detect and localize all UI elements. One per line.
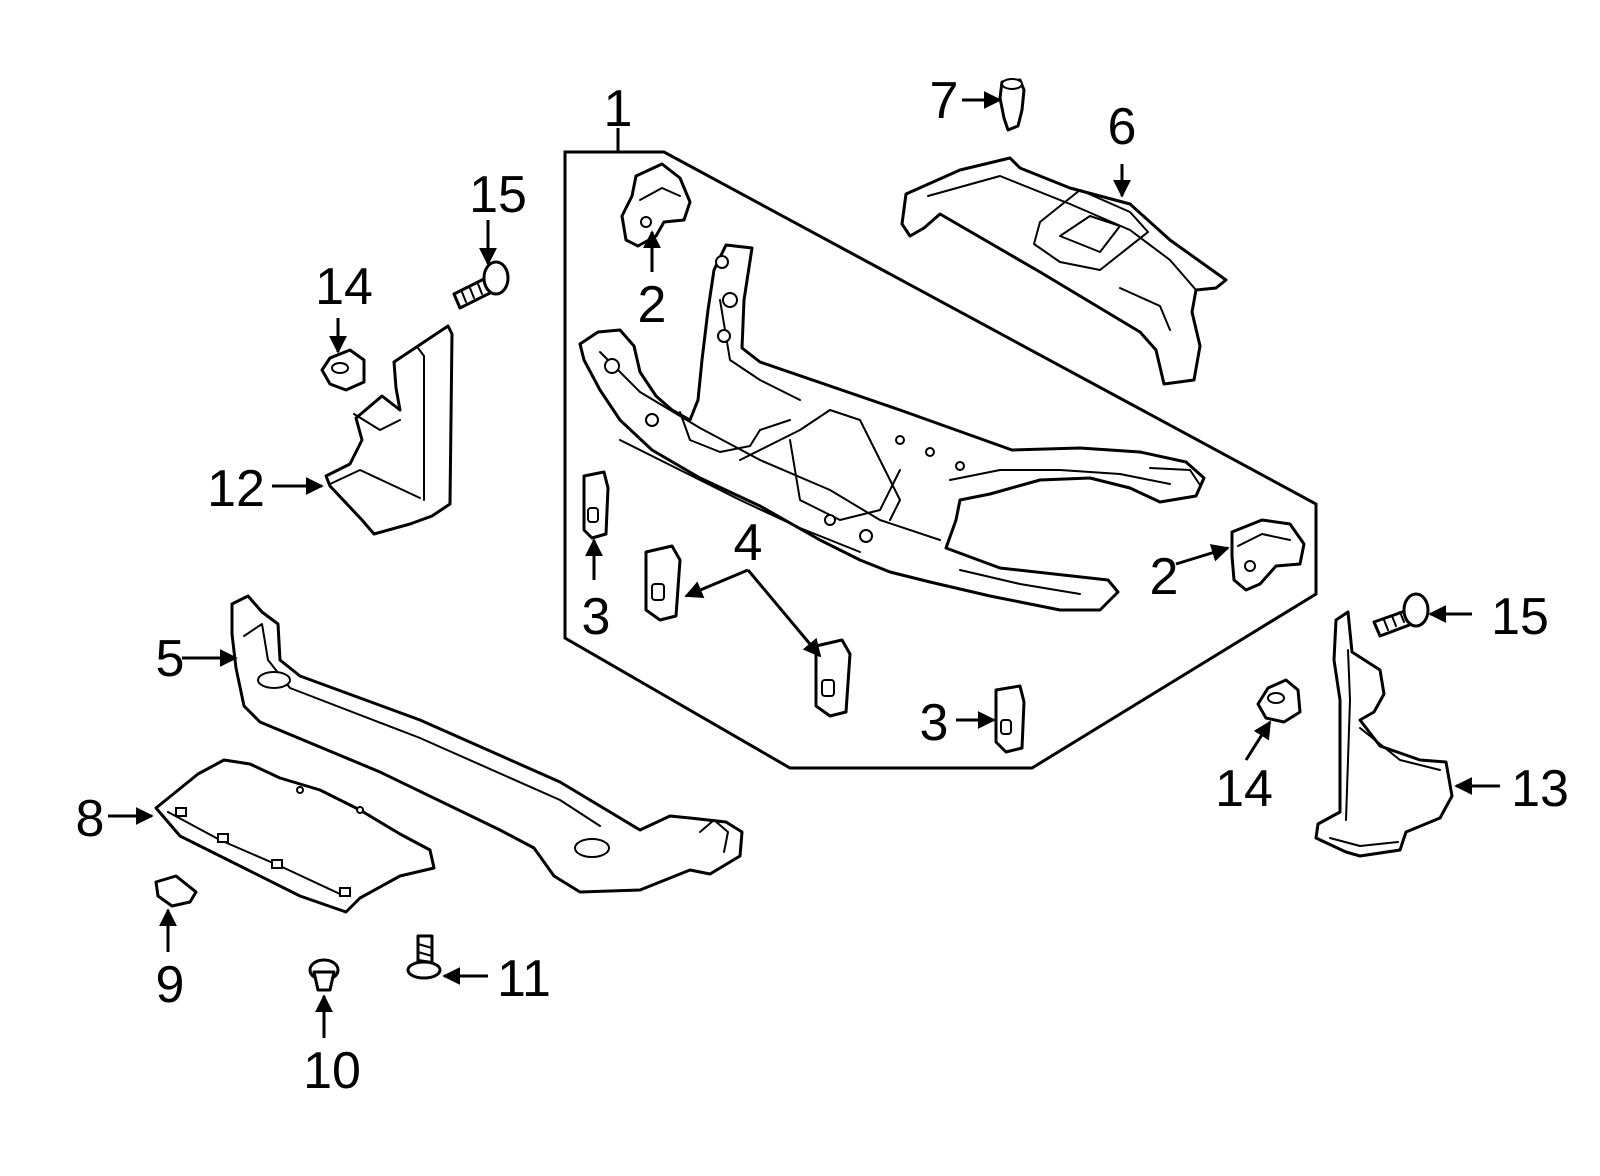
leader-lines <box>108 91 1500 1038</box>
callout-4: 4 <box>734 514 763 572</box>
lower-splash-shield <box>154 758 436 914</box>
air-deflector-right <box>1314 610 1454 858</box>
callout-14-left: 14 <box>315 258 373 316</box>
clip-small <box>154 874 198 908</box>
air-deflector-left <box>324 324 454 536</box>
self-tapping-screw <box>406 934 442 980</box>
reinforcement-plate-left <box>644 544 682 622</box>
bolt-right <box>1372 592 1430 638</box>
assembly-outline-box <box>563 150 1318 770</box>
reinforcement-plate-right <box>814 638 852 718</box>
callout-3-right: 3 <box>920 694 949 752</box>
callout-5: 5 <box>156 630 185 688</box>
callout-15-right: 15 <box>1491 588 1549 646</box>
callout-15-left: 15 <box>469 166 527 224</box>
callout-2-right: 2 <box>1150 548 1179 606</box>
radiator-support-frame <box>578 243 1206 612</box>
callout-numbers: 1 2 2 3 3 4 5 6 7 8 9 10 11 12 13 14 14 … <box>76 72 1569 1100</box>
lower-tie-bar <box>230 594 744 894</box>
callout-1: 1 <box>604 80 633 138</box>
mounting-plate-left <box>582 470 610 540</box>
callout-11: 11 <box>497 950 551 1008</box>
callout-2-upper: 2 <box>638 276 667 334</box>
bolt-left <box>452 260 510 310</box>
mounting-plate-right <box>994 684 1026 754</box>
callout-12: 12 <box>207 460 265 518</box>
retainer-clip-right <box>1256 678 1302 724</box>
callout-9: 9 <box>156 956 185 1014</box>
callout-7: 7 <box>930 72 959 130</box>
callout-6: 6 <box>1108 98 1137 156</box>
callout-14-right: 14 <box>1215 760 1273 818</box>
callout-8: 8 <box>76 790 105 848</box>
callout-13: 13 <box>1511 760 1569 818</box>
retainer-nut <box>308 958 340 992</box>
upper-bracket-left <box>620 162 692 248</box>
upper-cover-deflector <box>900 156 1228 386</box>
retainer-clip-left <box>320 348 366 392</box>
callout-3-left: 3 <box>582 588 611 646</box>
upper-bracket-right <box>1230 518 1306 592</box>
push-clip <box>998 78 1026 132</box>
callout-10: 10 <box>303 1042 361 1100</box>
